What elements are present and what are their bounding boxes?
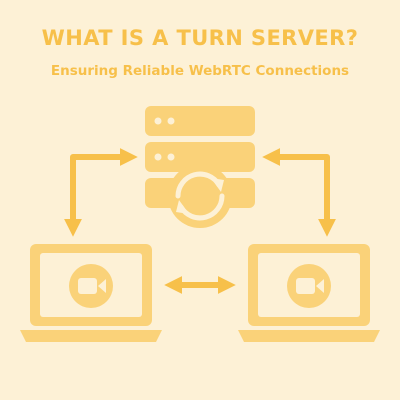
left-to-server-arrow-icon: [64, 148, 138, 237]
video-camera-icon: [287, 264, 331, 308]
left-laptop-icon: [20, 244, 162, 342]
page-title: WHAT IS A TURN SERVER?: [41, 26, 359, 50]
page-subtitle: Ensuring Reliable WebRTC Connections: [50, 63, 350, 79]
sync-icon: [168, 164, 232, 228]
video-camera-icon: [69, 264, 113, 308]
right-to-server-arrow-icon: [262, 148, 336, 237]
right-laptop-icon: [238, 244, 380, 342]
